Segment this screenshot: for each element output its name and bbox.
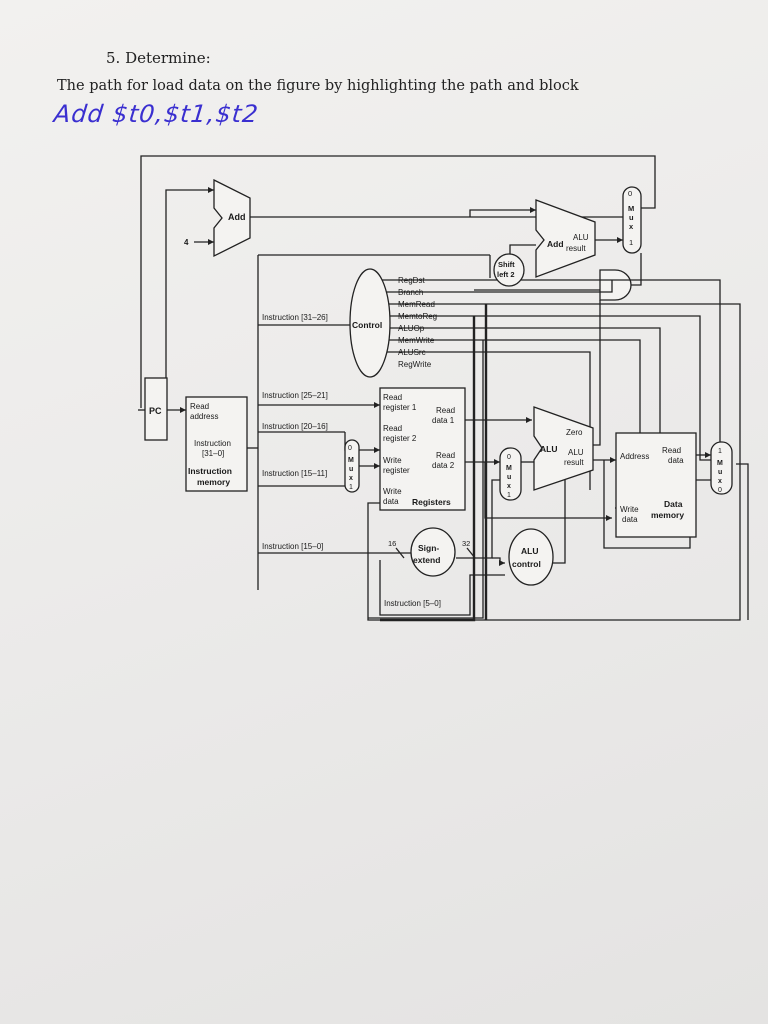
branch-adder bbox=[535, 199, 596, 278]
pc-adder-label: Add bbox=[228, 212, 246, 222]
memtoreg-mux-zero: 0 bbox=[718, 487, 722, 494]
alusrc-mux-zero: 0 bbox=[507, 454, 511, 461]
width-32: 32 bbox=[462, 539, 470, 548]
memtoreg-mux-x: x bbox=[718, 478, 722, 485]
alusrc-mux-x: x bbox=[507, 483, 511, 490]
im-read: Read bbox=[190, 402, 209, 411]
arrowheads bbox=[180, 187, 711, 566]
rf-read-data1-a: Read bbox=[436, 406, 455, 415]
signal-aluop: ALUOp bbox=[398, 324, 425, 333]
rf-read-reg1-a: Read bbox=[383, 393, 402, 402]
regdst-mux bbox=[344, 439, 360, 493]
aluctl-label-1: ALU bbox=[521, 546, 538, 556]
alusrc-mux-one: 1 bbox=[507, 492, 511, 499]
control-signals: RegDst Branch MemRead MemtoReg ALUOp Mem… bbox=[398, 276, 437, 369]
question-text: The path for load data on the figure by … bbox=[57, 78, 579, 94]
dm-label-2: memory bbox=[651, 510, 684, 520]
alusrc-mux-u: u bbox=[507, 474, 511, 481]
rf-write-data-a: Write bbox=[383, 487, 402, 496]
sign-label-2: extend bbox=[413, 555, 440, 565]
alu-result-2: result bbox=[564, 458, 584, 467]
signal-regdst: RegDst bbox=[398, 276, 425, 285]
label-instr-15-11: Instruction [15–11] bbox=[262, 469, 327, 478]
data-memory bbox=[615, 432, 697, 538]
dm-read-2: data bbox=[668, 456, 684, 465]
im-label-2: memory bbox=[197, 477, 230, 487]
rf-read-reg2-b: register 2 bbox=[383, 434, 417, 443]
sign-label-1: Sign- bbox=[418, 543, 439, 553]
pc-mux-m: M bbox=[628, 204, 634, 213]
alu-zero-label: Zero bbox=[566, 428, 583, 437]
regdst-mux-m: M bbox=[348, 457, 354, 464]
question-number: 5. Determine: bbox=[106, 49, 211, 67]
signal-alusrc: ALUSrc bbox=[398, 348, 426, 357]
regdst-mux-one: 1 bbox=[349, 484, 353, 491]
pc-source-mux bbox=[622, 186, 642, 254]
branch-alu-label: ALU bbox=[573, 233, 589, 242]
shift-left-2 bbox=[493, 253, 525, 287]
signal-memread: MemRead bbox=[398, 300, 435, 309]
dm-read-1: Read bbox=[662, 446, 681, 455]
regdst-mux-u: u bbox=[349, 466, 353, 473]
pc-mux-zero: 0 bbox=[628, 189, 632, 198]
width-16: 16 bbox=[388, 539, 396, 548]
pc-mux-u: u bbox=[629, 213, 634, 222]
im-label-1: Instruction bbox=[188, 466, 232, 476]
branch-result-label: result bbox=[566, 244, 586, 253]
const-four: 4 bbox=[184, 238, 189, 247]
control-label: Control bbox=[352, 320, 382, 330]
label-instr-20-16: Instruction [20–16] bbox=[262, 422, 328, 431]
pc-register bbox=[144, 377, 168, 441]
dm-write-2: data bbox=[622, 515, 638, 524]
dm-write-1: Write bbox=[620, 505, 639, 514]
memtoreg-mux-one: 1 bbox=[718, 448, 722, 455]
pc-mux-x: x bbox=[629, 222, 634, 231]
instruction-memory bbox=[185, 396, 248, 492]
dm-label-1: Data bbox=[664, 499, 683, 509]
rf-read-reg1-b: register 1 bbox=[383, 403, 417, 412]
control-unit bbox=[349, 268, 391, 378]
alusrc-mux-m: M bbox=[506, 465, 512, 472]
signal-branch: Branch bbox=[398, 288, 423, 297]
shift-label-1: Shift bbox=[498, 260, 515, 269]
register-file bbox=[379, 387, 466, 511]
rf-read-reg2-a: Read bbox=[383, 424, 402, 433]
memtoreg-mux-m: M bbox=[717, 460, 723, 467]
rf-label: Registers bbox=[412, 497, 451, 507]
rf-read-data1-b: data 1 bbox=[432, 416, 455, 425]
label-instr-5-0: Instruction [5–0] bbox=[384, 599, 441, 608]
signal-regwrite: RegWrite bbox=[398, 360, 432, 369]
alu-label: ALU bbox=[540, 444, 557, 454]
rf-write-reg-b: register bbox=[383, 466, 410, 475]
aluctl-label-2: control bbox=[512, 559, 541, 569]
alu-control bbox=[508, 528, 554, 586]
signal-memtoreg: MemtoReg bbox=[398, 312, 437, 321]
memtoreg-mux-u: u bbox=[718, 469, 722, 476]
label-instr-31-26: Instruction [31–26] bbox=[262, 313, 328, 322]
shift-label-2: left 2 bbox=[497, 270, 515, 279]
branch-adder-label: Add bbox=[547, 239, 564, 249]
dm-address: Address bbox=[620, 452, 649, 461]
alusrc-mux bbox=[499, 447, 522, 501]
main-alu bbox=[533, 406, 594, 491]
label-instr-15-0: Instruction [15–0] bbox=[262, 542, 323, 551]
regdst-mux-zero: 0 bbox=[348, 445, 352, 452]
pc-mux-one: 1 bbox=[629, 238, 633, 247]
im-instruction: Instruction bbox=[194, 439, 231, 448]
sign-extend bbox=[410, 527, 456, 577]
rf-read-data2-b: data 2 bbox=[432, 461, 455, 470]
im-address: address bbox=[190, 412, 218, 421]
memtoreg-mux bbox=[710, 441, 733, 495]
signal-memwrite: MemWrite bbox=[398, 336, 435, 345]
rf-write-data-b: data bbox=[383, 497, 399, 506]
im-bits: [31–0] bbox=[202, 449, 224, 458]
rf-write-reg-a: Write bbox=[383, 456, 402, 465]
pc-label: PC bbox=[149, 406, 162, 416]
label-instr-25-21: Instruction [25–21] bbox=[262, 391, 328, 400]
regdst-mux-x: x bbox=[349, 475, 353, 482]
rf-read-data2-a: Read bbox=[436, 451, 455, 460]
alu-result-1: ALU bbox=[568, 448, 584, 457]
